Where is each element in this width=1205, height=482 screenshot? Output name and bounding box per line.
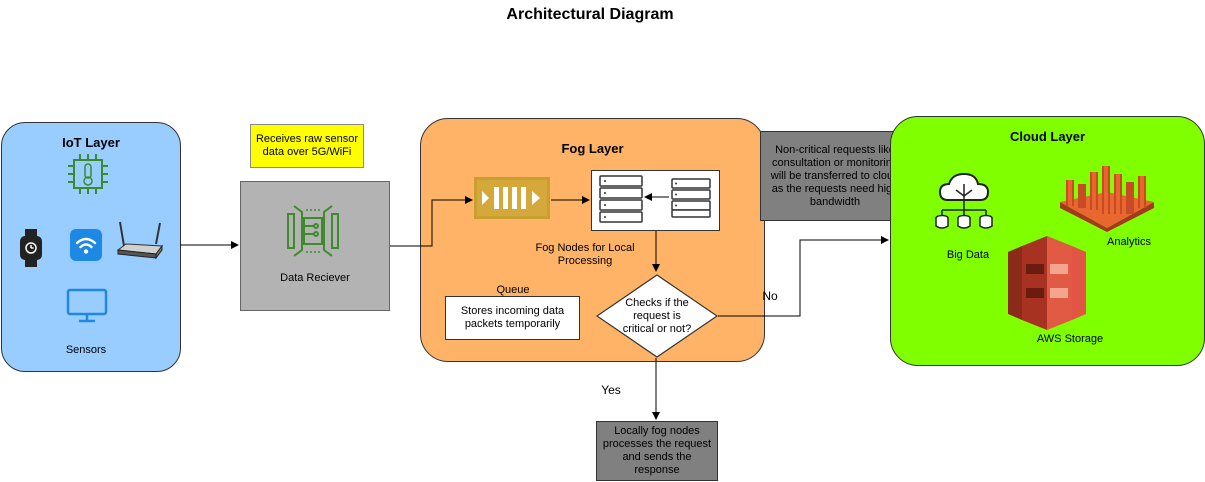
data-receiver-icon [287,205,339,257]
queue-note: Stores incoming data packets temporarily [445,296,580,340]
fog-layer-title: Fog Layer [561,141,624,156]
arrow-decision-to-cloud [718,236,889,317]
big-data-icon [935,172,993,229]
decision-text: Checks if the request is critical or not… [622,297,692,335]
diagram-title: Architectural Diagram [506,6,674,23]
analytics-label: Analytics [1106,236,1152,248]
noncritical-note: Non-critical requests like consultation … [760,131,910,221]
yes-label: Yes [601,383,621,397]
server-rack-icon [599,175,643,223]
wifi-icon [70,229,102,261]
aws-storage-label: AWS Storage [1036,333,1104,345]
aws-storage-icon [1008,236,1086,330]
iot-chip-thermometer-icon [68,154,108,194]
fog-nodes-label: Fog Nodes for Local Processing [535,242,635,267]
router-icon [116,221,163,260]
queue-icon [474,177,550,219]
decision-diamond [596,274,718,358]
monitor-icon [66,288,108,323]
server-rack-secondary-icon [671,178,711,218]
data-receiver-box [240,181,390,311]
smartwatch-icon [20,229,42,267]
no-label: No [762,289,778,303]
local-processing-note: Locally fog nodes processes the request … [596,421,718,481]
data-receiver-label: Data Reciever [280,272,350,284]
arrow-receiver-to-queue [390,196,473,247]
raw-sensor-note: Receives raw sensor data over 5G/WiFi [250,124,364,168]
sensors-label: Sensors [65,344,107,356]
iot-layer-title: IoT Layer [62,135,120,150]
analytics-icon [1060,166,1154,232]
queue-label: Queue [496,284,530,296]
big-data-label: Big Data [946,249,990,261]
cloud-layer-title: Cloud Layer [1009,129,1086,144]
